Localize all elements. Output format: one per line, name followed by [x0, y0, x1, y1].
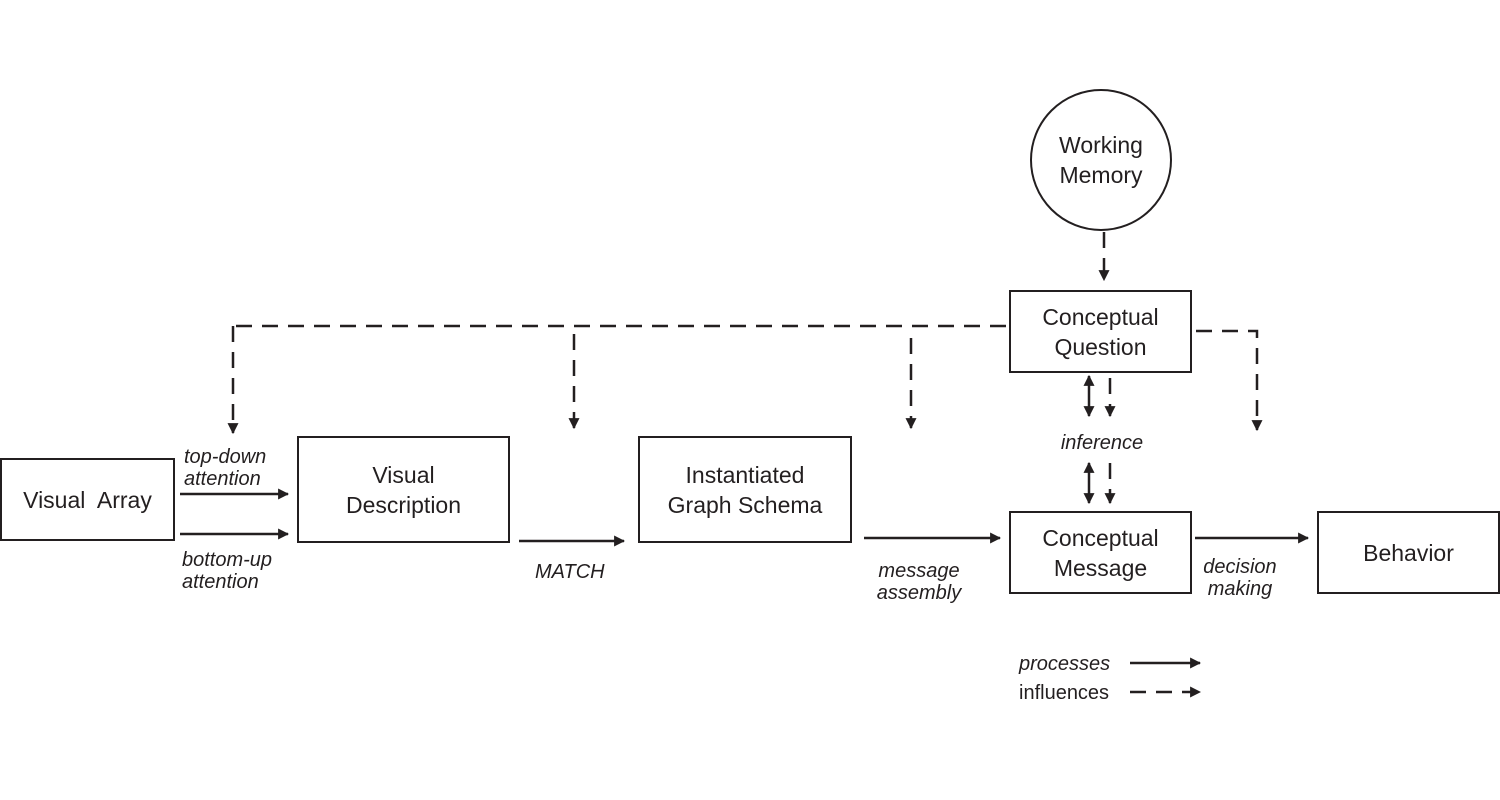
- conceptual-message-line-1: Conceptual: [1042, 524, 1159, 551]
- working-memory-line-2: Memory: [1059, 162, 1143, 188]
- inference-text: inference: [1060, 432, 1144, 454]
- influence-to-decision-making: [1196, 329, 1263, 432]
- decision-making-line-2: making: [1207, 578, 1273, 600]
- visual-description-line-2: Description: [345, 491, 462, 518]
- conceptual-message-line-2: Message: [1053, 554, 1148, 581]
- graph-schema-line-2: Graph Schema: [667, 491, 823, 518]
- message-assembly-line-2: assembly: [876, 582, 962, 604]
- legend-influences-label: influences: [1019, 682, 1110, 704]
- inference-label: inference: [1046, 432, 1158, 454]
- bottom-up-line-2: attention: [182, 571, 259, 593]
- decision-making-line-1: decision: [1203, 556, 1277, 578]
- message-assembly-line-1: message: [878, 560, 960, 582]
- conceptual-question-line-2: Question: [1054, 333, 1147, 360]
- conceptual-question-line-1: Conceptual: [1042, 303, 1159, 330]
- top-down-line-2: attention: [184, 468, 261, 490]
- working-memory-line-1: Working: [1059, 132, 1143, 158]
- match-label: MATCH: [535, 561, 605, 583]
- visual-array-label: Visual Array: [23, 486, 152, 513]
- behavior-label: Behavior: [1363, 539, 1454, 566]
- bottom-up-line-1: bottom-up: [182, 549, 273, 571]
- graph-schema-line-1: Instantiated: [685, 461, 805, 488]
- match-text: MATCH: [535, 561, 605, 583]
- legend-processes-label: processes: [1019, 653, 1111, 675]
- visual-description-line-1: Visual: [372, 461, 435, 488]
- top-down-line-1: top-down: [184, 446, 267, 468]
- behavior-node: Behavior: [1317, 511, 1500, 594]
- visual-array-node: Visual Array: [0, 458, 175, 541]
